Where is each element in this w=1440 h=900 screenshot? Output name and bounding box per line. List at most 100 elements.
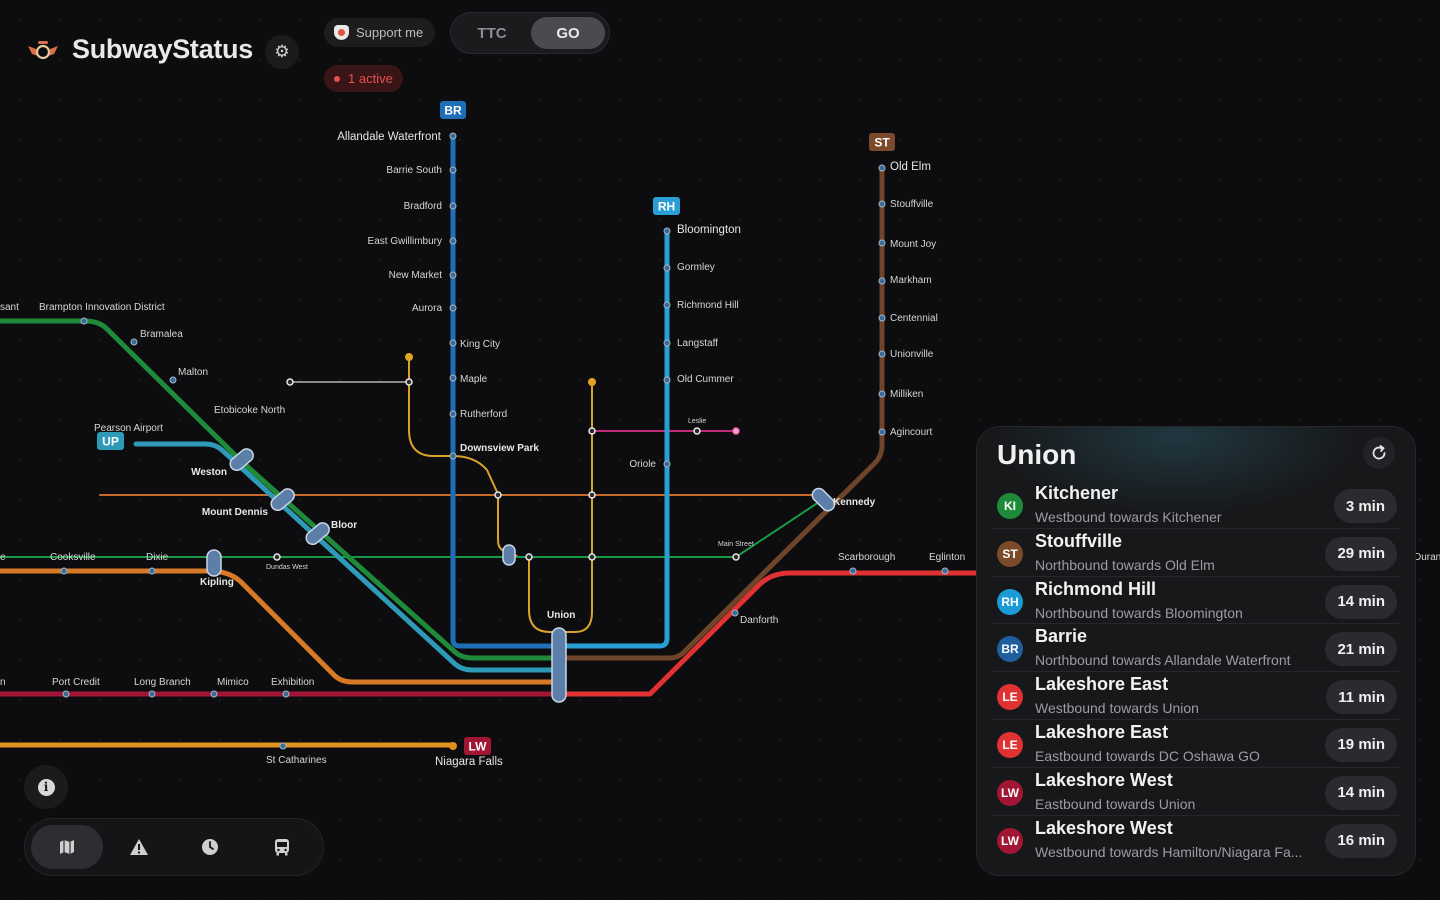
- station-label: Bramalea: [140, 329, 183, 340]
- departure-line-name: Stouffville: [1035, 530, 1123, 551]
- line-badge-up[interactable]: UP: [97, 432, 124, 450]
- alert-dot-icon: [334, 75, 340, 82]
- line-badge: RH: [997, 588, 1023, 615]
- departure-line-name: Lakeshore West: [1035, 817, 1173, 838]
- info-button[interactable]: i: [24, 765, 68, 809]
- departure-row[interactable]: LE Lakeshore East Westbound towards Unio…: [991, 672, 1401, 720]
- ttc-dots: [273, 378, 740, 561]
- clock-icon: [202, 839, 218, 855]
- departure-time: 14 min: [1325, 775, 1397, 810]
- station-label: Mount Dennis: [202, 507, 269, 518]
- line-badge-br[interactable]: BR: [440, 101, 466, 119]
- station-label: Kipling: [200, 577, 234, 588]
- station-label: Bloomington: [677, 224, 741, 236]
- svg-text:LW: LW: [469, 740, 488, 754]
- station-label: Aurora: [412, 303, 442, 314]
- tab-vehicles[interactable]: [246, 825, 318, 869]
- tab-history[interactable]: [174, 825, 246, 869]
- tab-map[interactable]: [31, 825, 103, 869]
- active-alerts-badge[interactable]: 1 active: [324, 65, 403, 92]
- departure-direction: Westbound towards Union: [1035, 700, 1199, 717]
- station-label: Markham: [890, 275, 932, 286]
- station-label: Port Credit: [52, 677, 100, 688]
- terminal-dot: [405, 353, 413, 361]
- departure-row[interactable]: RH Richmond Hill Northbound towards Bloo…: [991, 577, 1401, 625]
- departure-line-name: Barrie: [1035, 626, 1088, 647]
- station-label: Scarborough: [838, 552, 895, 563]
- svg-text:ST: ST: [874, 136, 890, 150]
- station-label: Weston: [191, 467, 227, 478]
- departure-row[interactable]: LW Lakeshore West Eastbound towards Unio…: [991, 768, 1401, 816]
- departure-time: 16 min: [1325, 823, 1397, 858]
- station-label: sant: [0, 302, 19, 313]
- app-title: SubwayStatus: [72, 34, 253, 64]
- departure-time: 29 min: [1325, 536, 1397, 571]
- heart-shield-icon: [334, 25, 349, 40]
- departure-direction: Northbound towards Old Elm: [1035, 556, 1215, 573]
- station-label: Unionville: [890, 349, 934, 360]
- departure-row[interactable]: LE Lakeshore East Eastbound towards DC O…: [991, 720, 1401, 768]
- segment-ttc[interactable]: TTC: [477, 24, 507, 42]
- station-label: Mimico: [217, 677, 249, 688]
- station-label: Malton: [178, 367, 208, 378]
- line-badge-rh[interactable]: RH: [653, 197, 680, 215]
- refresh-button[interactable]: [1363, 437, 1395, 469]
- bus-icon: [275, 839, 289, 856]
- line-badge: LW: [997, 827, 1023, 854]
- go-line-stouffville: [557, 165, 885, 661]
- line-badge: LE: [997, 684, 1023, 711]
- ttc-line-2: [0, 499, 823, 558]
- support-button[interactable]: Support me: [324, 18, 436, 47]
- line-badge-lw[interactable]: LW: [464, 737, 491, 755]
- go-line-lakeshore-east: [557, 570, 983, 697]
- settings-button[interactable]: ⚙: [265, 35, 299, 69]
- station-departures-panel: Union KI Kitchener Westbound towards Kit…: [976, 426, 1416, 876]
- station-label: Old Cummer: [677, 374, 734, 385]
- map-icon: [60, 840, 74, 854]
- station-dots: [60, 132, 949, 750]
- tab-alerts[interactable]: [103, 825, 175, 869]
- station-label: Rutherford: [460, 409, 507, 420]
- station-label: Bradford: [404, 201, 442, 212]
- station-label: King City: [460, 339, 500, 350]
- departure-row[interactable]: LW Lakeshore West Westbound towards Hami…: [991, 816, 1401, 863]
- departure-line-name: Lakeshore East: [1035, 674, 1169, 695]
- station-label: Danforth: [740, 615, 778, 626]
- departure-time: 11 min: [1326, 680, 1397, 715]
- departure-line-name: Lakeshore East: [1035, 721, 1169, 742]
- departure-row[interactable]: KI Kitchener Westbound towards Kitchener…: [991, 481, 1401, 529]
- station-label: Centennial: [890, 313, 938, 324]
- network-segmented-control: TTC GO: [450, 12, 610, 54]
- station-label: Duran: [1414, 552, 1440, 563]
- station-label: St Catharines: [266, 755, 327, 766]
- active-alerts-label: 1 active: [348, 71, 393, 86]
- departure-direction: Eastbound towards DC Oshawa GO: [1035, 747, 1260, 764]
- station-label: Barrie South: [386, 165, 442, 176]
- panel-station-title: Union: [997, 439, 1077, 470]
- station-label: Brampton Innovation District: [39, 302, 165, 313]
- departure-row[interactable]: BR Barrie Northbound towards Allandale W…: [991, 624, 1401, 673]
- station-label: Bloor: [331, 520, 357, 531]
- interchange-markers: [206, 448, 836, 703]
- info-icon: i: [37, 778, 55, 796]
- station-label: e: [0, 552, 6, 563]
- departure-row[interactable]: ST Stouffville Northbound towards Old El…: [991, 529, 1401, 577]
- station-label: Richmond Hill: [677, 300, 739, 311]
- station-label: Leslie: [688, 418, 706, 425]
- departures-list: KI Kitchener Westbound towards Kitchener…: [991, 481, 1401, 862]
- station-label: Eglinton: [929, 552, 965, 563]
- departure-time: 14 min: [1325, 584, 1397, 619]
- segment-go[interactable]: GO: [531, 17, 605, 49]
- brand: SubwayStatus: [24, 34, 253, 65]
- line-badge: KI: [997, 493, 1023, 519]
- terminal-dot: [588, 378, 596, 386]
- station-labels: Allandale Waterfront Barrie South Bradfo…: [0, 131, 1440, 768]
- station-label: New Market: [389, 270, 443, 281]
- svg-text:BR: BR: [444, 104, 462, 118]
- station-label: Union: [547, 610, 575, 621]
- line-badge: BR: [997, 636, 1023, 663]
- go-line-kitchener: [0, 318, 563, 661]
- station-label: Allandale Waterfront: [337, 131, 442, 143]
- line-badge-st[interactable]: ST: [869, 133, 895, 151]
